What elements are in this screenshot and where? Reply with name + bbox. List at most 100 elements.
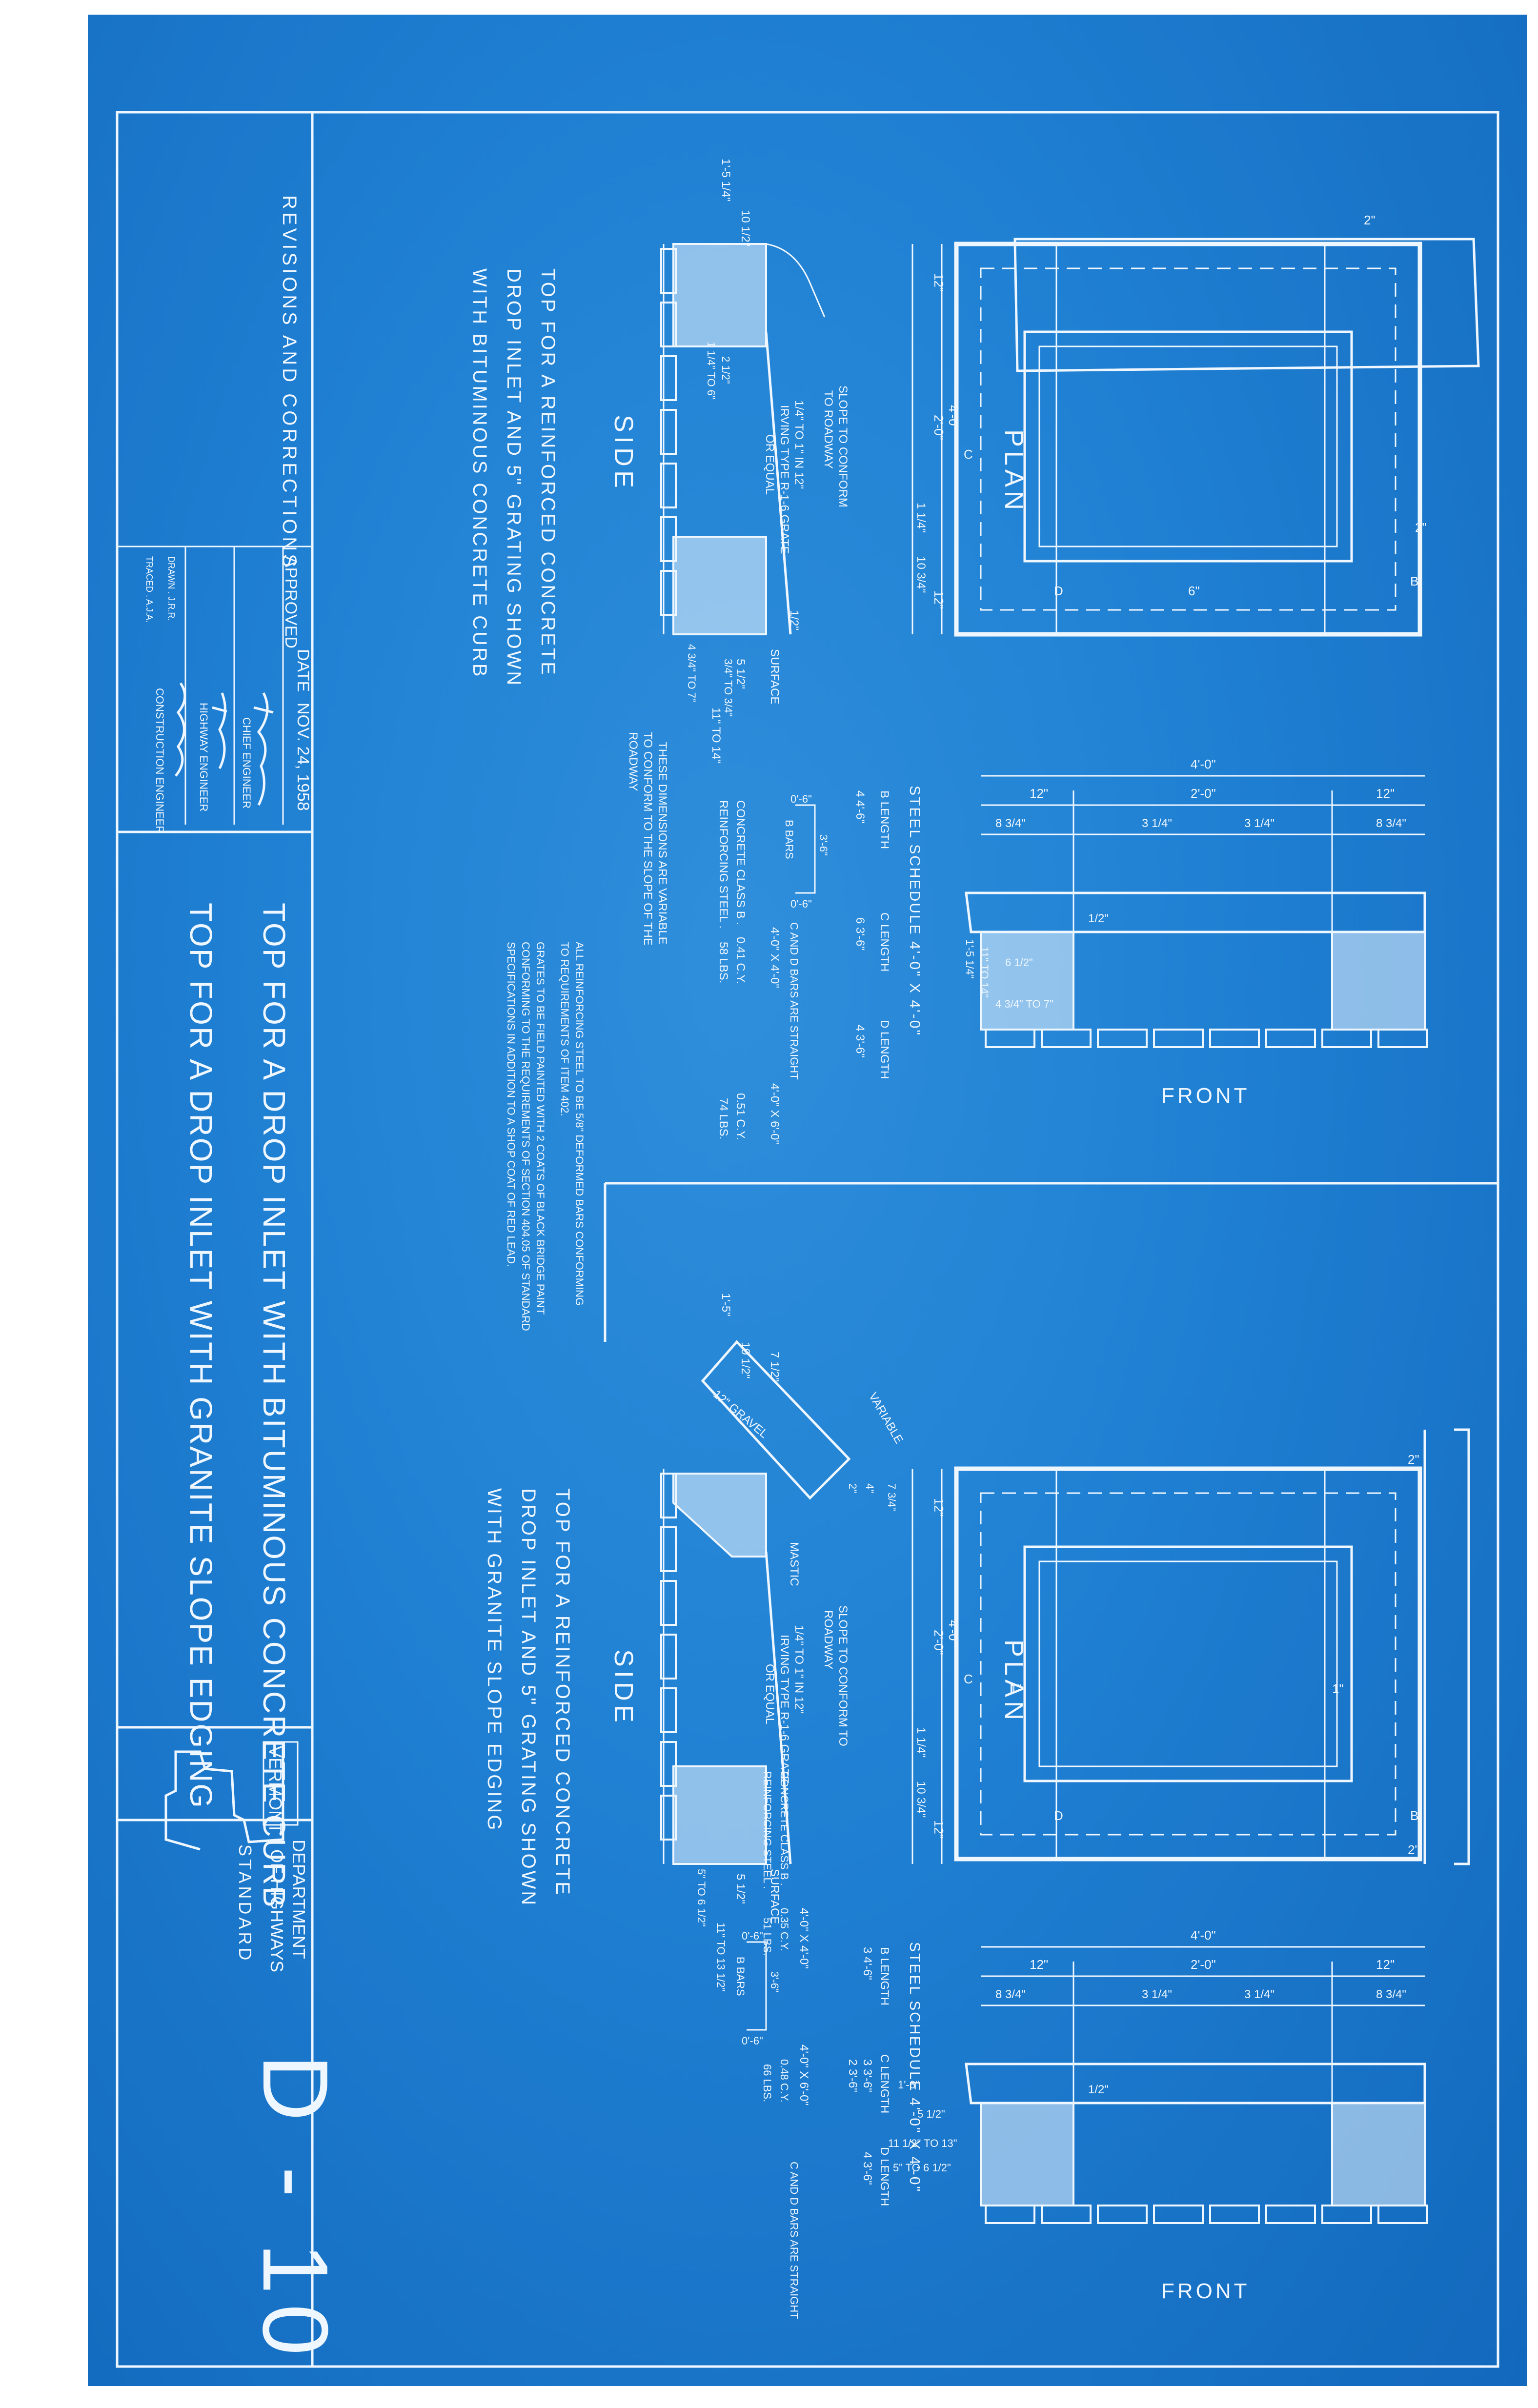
upper-front-dim-1: 12"	[1030, 786, 1048, 801]
lower-plan-dim-0: 2"	[1408, 1452, 1419, 1467]
drawing-canvas: REVISIONS AND CORRECTIONS APPROVED DATE …	[116, 111, 1499, 2368]
upper-side-dim-6: 1 1/4"	[914, 503, 928, 533]
lower-plan-bar-b: B	[1410, 1808, 1418, 1823]
lower-slope-note-1: SLOPE TO CONFORM TO	[836, 1605, 850, 1746]
lower-front-dim-3: 12"	[1376, 1957, 1395, 1972]
lower-slope-note-2: ROADWAY	[822, 1610, 835, 1669]
sheet-border	[116, 111, 1499, 2368]
upper-front-dim-3: 12"	[1376, 786, 1395, 801]
upper-front-dim-0: 4'-0"	[1191, 757, 1216, 771]
upper-variable-1: THESE DIMENSIONS ARE VARIABLE	[656, 742, 669, 945]
lower-front-dim-4: 8 3/4"	[995, 1988, 1026, 2001]
approval-block: APPROVED DATE NOV. 24, 1958 CHIEF ENGINE…	[117, 546, 312, 833]
lower-front-dim-1: 12"	[1030, 1957, 1048, 1972]
lower-front-dim-2: 2'-0"	[1191, 1957, 1216, 1972]
upper-side-dim-0: 1'-5 1/4"	[719, 159, 732, 202]
upper-side-dim-10: 3/4" TO 3/4"	[722, 659, 734, 717]
upper-surface: SURFACE	[768, 649, 781, 704]
drawn-label: DRAWN . J.R.R.	[166, 556, 176, 621]
lower-front-dim-5: 3 1/4"	[1142, 1988, 1172, 2001]
upper-grate-note-2: OR EQUAL	[763, 434, 776, 495]
lower-schedule-d-value: 4 3'-6"	[861, 2152, 874, 2185]
upper-side-dim-1: 10 1/2"	[739, 210, 752, 246]
lower-side-dim-13: 4"	[864, 1483, 876, 1493]
lower-front-dim-7: 8 3/4"	[1376, 1988, 1406, 2001]
upper-side-dim-4: 2'-0"	[931, 415, 946, 440]
lower-surface: SURFACE	[768, 1869, 781, 1924]
upper-size-b: 4'-0" X 6'-0"	[768, 1083, 781, 1144]
lower-b-bars: B BARS	[734, 1957, 747, 1996]
upper-b-bend-2: 3'-6"	[817, 834, 830, 856]
upper-front-dim-8: 1/2"	[1088, 912, 1109, 925]
upper-side-dim-11: 11" TO 14"	[709, 708, 723, 763]
upper-front-dim-2: 2'-0"	[1191, 786, 1216, 801]
upper-side-dim-13: 1 1/4" TO 6"	[705, 342, 717, 400]
title-line-1: TOP FOR A DROP INLET WITH BITUMINOUS CON…	[257, 903, 292, 1909]
upper-side-dim-3: 4'-0"	[946, 405, 961, 430]
general-note-5: SPECIFICATIONS IN ADDITION TO A SHOP COA…	[505, 942, 517, 1267]
upper-b-bend-1: 0'-6"	[790, 793, 812, 805]
lower-schedule-c-value: 3 3'-6"	[861, 2059, 874, 2092]
lower-schedule-col-b: B LENGTH	[878, 1947, 891, 2005]
lower-plan-view: PLAN B C D 2" 2" 1" 1"	[954, 1428, 1470, 1865]
upper-size-a: 4'-0" X 4'-0"	[768, 927, 781, 988]
general-notes: ALL REINFORCING STEEL TO BE 5/8" DEFORME…	[505, 942, 586, 1331]
lower-side-dim-12: 7 3/4"	[886, 1483, 898, 1511]
upper-cd-note: C AND D BARS ARE STRAIGHT	[788, 922, 800, 1080]
lower-plan-dim-3: 1"	[1010, 1681, 1022, 1696]
upper-plan-dim-1: 2"	[1415, 520, 1427, 535]
upper-caption-line-3: WITH BITUMINOUS CONCRETE CURB	[469, 268, 490, 678]
upper-plan-dim-2: 6"	[1188, 584, 1200, 598]
upper-steel-a: 58 LBS.	[717, 942, 730, 983]
lower-front-dim-12: 5" TO 6 1/2"	[893, 2162, 951, 2174]
upper-concrete-a: 0.41 C.Y.	[734, 937, 747, 984]
upper-schedule-heading: STEEL SCHEDULE 4'-0" X 4'-0"	[907, 786, 923, 1036]
lower-side-dim-1: 10 1/2"	[739, 1342, 752, 1378]
upper-front-dim-11: 4 3/4" TO 7"	[995, 998, 1053, 1010]
upper-b-bend-3: 0'-6"	[790, 898, 812, 910]
lower-front-dim-9: 1'-6"	[898, 2079, 919, 2091]
lower-plan-label: PLAN	[999, 1639, 1029, 1724]
lower-front-label: FRONT	[1161, 2279, 1250, 2303]
lower-b-bend-3: 0'-6"	[742, 2035, 763, 2047]
upper-concrete-b: 0.51 C.Y.	[734, 1093, 747, 1140]
upper-side-dim-5: 12"	[931, 590, 946, 609]
lower-b-bend-1: 0'-6"	[742, 1930, 763, 1942]
general-note-3: GRATES TO BE FIELD PAINTED WITH 2 COATS …	[534, 942, 546, 1315]
upper-side-dim-2: 12"	[931, 273, 946, 292]
construction-engineer-signature	[175, 682, 186, 777]
department-line-2: OF HIGHWAYS	[267, 1849, 287, 1972]
upper-front-view: FRONT 4'-0" 12" 2'-0" 12" 8 3/4" 3 1/4" …	[964, 757, 1428, 1108]
lower-side-dim-11: 5" TO 6 1/2"	[695, 1869, 708, 1927]
lower-size-b: 4'-0" X 6'-0"	[797, 2044, 810, 2105]
upper-caption: TOP FOR A REINFORCED CONCRETE DROP INLET…	[469, 268, 559, 687]
general-note-2: TO REQUIREMENTS OF ITEM 402.	[559, 942, 571, 1116]
lower-gravel: 12" GRAVEL	[710, 1388, 770, 1441]
lower-variable: VARIABLE	[866, 1391, 906, 1446]
lower-b-bend-2: 3'-6"	[769, 1971, 781, 1993]
lower-steel-a: 51 LBS.	[761, 1918, 773, 1956]
title-line-2: TOP FOR A DROP INLET WITH GRANITE SLOPE …	[183, 903, 219, 1809]
upper-front-dim-9: 1'-5 1/4"	[964, 939, 976, 979]
upper-concrete-label: CONCRETE CLASS B .	[734, 800, 747, 925]
lower-side-dim-6: 12"	[931, 1820, 946, 1839]
lower-schedule-b-value: 3 4'-6"	[861, 1947, 874, 1980]
upper-plan-label: PLAN	[999, 429, 1029, 514]
lower-plan-bar-d: D	[1054, 1808, 1063, 1823]
highway-engineer-signature	[212, 692, 227, 769]
lower-plan-dim-1: 2"	[1408, 1842, 1419, 1857]
upper-front-dim-4: 8 3/4"	[995, 817, 1026, 830]
traced-label: TRACED . A.J.A.	[144, 556, 154, 623]
revisions-label: REVISIONS AND CORRECTIONS	[279, 195, 300, 570]
upper-steel-label: REINFORCING STEEL .	[717, 800, 730, 929]
lower-front-dim-10: 5 1/2"	[917, 2108, 945, 2120]
lower-side-dim-14: 2"	[847, 1483, 859, 1493]
upper-grate-depth: 1/4" TO 1" IN 12"	[792, 400, 806, 489]
lower-schedule-c-value-2: 2 3'-6"	[846, 2059, 859, 2092]
upper-schedule-col-d: D LENGTH	[878, 1020, 891, 1079]
lower-front-dim-0: 4'-0"	[1191, 1928, 1216, 1943]
upper-plan-bar-d: D	[1054, 584, 1063, 598]
general-note-4: CONFORMING TO THE REQUIREMENTS OF SECTIO…	[520, 942, 532, 1331]
lower-grate-note-2: OR EQUAL	[763, 1664, 776, 1724]
upper-plan-bar-b: B	[1410, 574, 1418, 588]
